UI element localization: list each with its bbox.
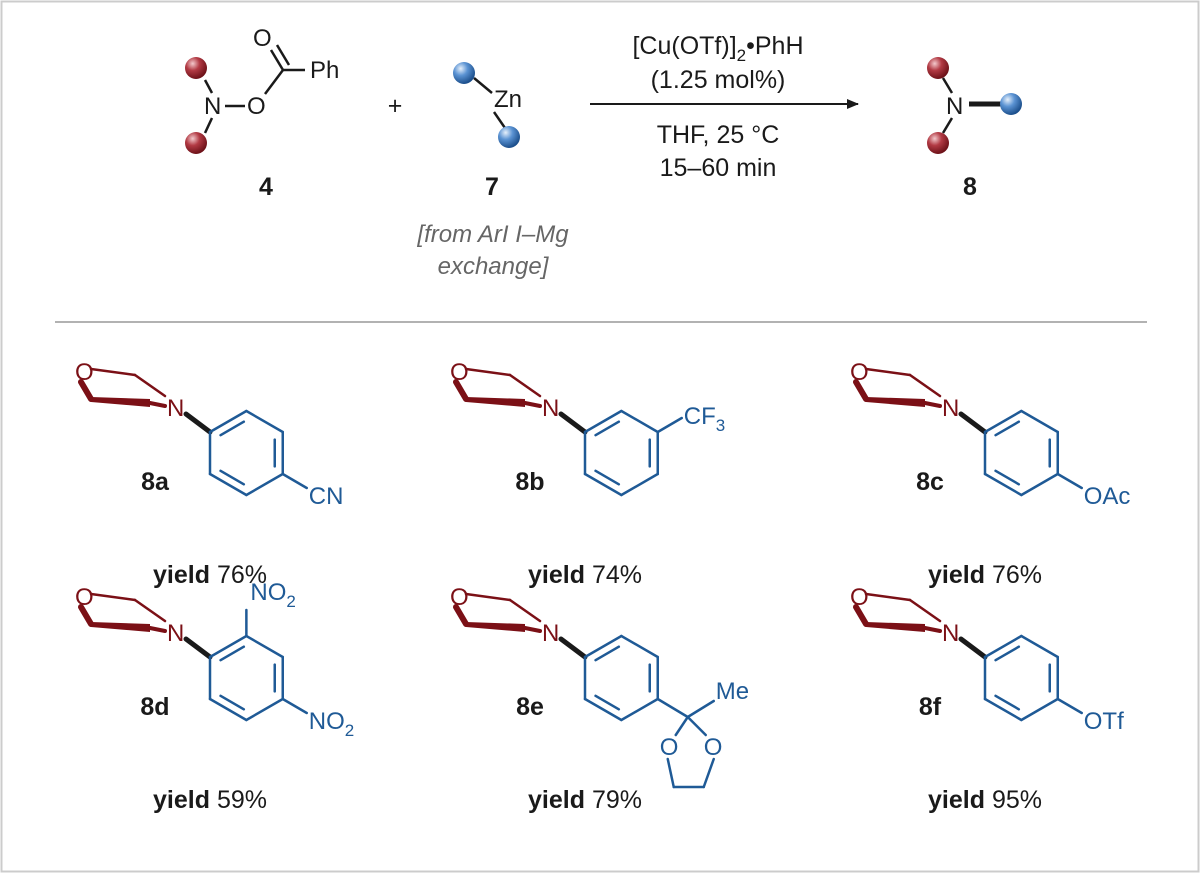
morpholine-n-label: N <box>542 395 559 422</box>
blue-ball-icon <box>453 62 475 84</box>
compound-number: 8d <box>140 693 169 721</box>
yield-label: yield 76% <box>928 561 1042 589</box>
ketal-o-right: O <box>704 734 723 761</box>
product-grid: O N CN 8a yield 76% O N CF3 8b yield 74% O N OAc 8c yi… <box>75 359 1130 814</box>
product-8-n-label: N <box>946 93 963 120</box>
reagent-7-zn-label: Zn <box>494 86 522 113</box>
yield-label: yield 95% <box>928 786 1042 814</box>
reagent-4-o-label: O <box>247 93 266 120</box>
reagent-7-note-line2: exchange] <box>438 253 550 280</box>
substituent-label: OAc <box>1084 483 1131 510</box>
product-8b: O N CF3 8b yield 74% <box>450 359 725 589</box>
red-ball-icon <box>927 57 949 79</box>
product-8f: O N OTf 8f yield 95% <box>850 584 1124 814</box>
morpholine-n-label: N <box>942 620 959 647</box>
compound-number: 8b <box>515 468 544 496</box>
reagent-7-structure: Zn <box>453 62 522 148</box>
morpholine-o-label: O <box>450 584 469 611</box>
yield-label: yield 59% <box>153 786 267 814</box>
substituent-label: CN <box>309 483 344 510</box>
morpholine-o-label: O <box>75 584 94 611</box>
yield-label: yield 79% <box>528 786 642 814</box>
catalyst-loading: (1.25 mol%) <box>651 66 786 94</box>
morpholine-n-label: N <box>542 620 559 647</box>
morpholine-o-label: O <box>850 584 869 611</box>
product-8c: O N OAc 8c yield 76% <box>850 359 1130 589</box>
compound-number: 8a <box>141 468 170 496</box>
reagent-7-number: 7 <box>485 173 499 201</box>
morpholine-o-label: O <box>450 359 469 386</box>
reagent-4-ph-label: Ph <box>310 57 339 84</box>
blue-ball-icon <box>1000 93 1022 115</box>
product-8a: O N CN 8a yield 76% <box>75 359 343 589</box>
morpholine-o-label: O <box>850 359 869 386</box>
reaction-time: 15–60 min <box>660 154 777 182</box>
compound-number: 8f <box>919 693 942 721</box>
reagent-4-carbonyl-o: O <box>253 25 272 52</box>
methyl-label: Me <box>716 678 749 705</box>
reagent-4-number: 4 <box>259 173 273 201</box>
yield-label: yield 74% <box>528 561 642 589</box>
blue-ball-icon <box>498 126 520 148</box>
product-8-number: 8 <box>963 173 977 201</box>
reagent-4-structure: N O O Ph <box>185 25 339 154</box>
yield-label: yield 76% <box>153 561 267 589</box>
morpholine-n-label: N <box>167 620 184 647</box>
substituent-label: CF3 <box>684 403 725 435</box>
red-ball-icon <box>927 132 949 154</box>
catalyst-label: [Cu(OTf)]2•PhH <box>632 32 803 65</box>
ortho-nitro-label: NO2 <box>250 579 295 611</box>
morpholine-n-label: N <box>942 395 959 422</box>
red-ball-icon <box>185 132 207 154</box>
compound-number: 8c <box>916 468 944 496</box>
red-ball-icon <box>185 57 207 79</box>
reagent-4-n-label: N <box>204 93 221 120</box>
product-8-structure: N <box>927 57 1022 154</box>
morpholine-o-label: O <box>75 359 94 386</box>
ketal-o-left: O <box>660 734 679 761</box>
solvent-temperature: THF, 25 °C <box>657 121 780 149</box>
reagent-7-note-line1: [from ArI I–Mg <box>416 221 569 248</box>
compound-number: 8e <box>516 693 544 721</box>
para-nitro-label: NO2 <box>309 708 354 740</box>
plus-sign: + <box>388 92 403 120</box>
substituent-label: OTf <box>1084 708 1124 735</box>
morpholine-n-label: N <box>167 395 184 422</box>
